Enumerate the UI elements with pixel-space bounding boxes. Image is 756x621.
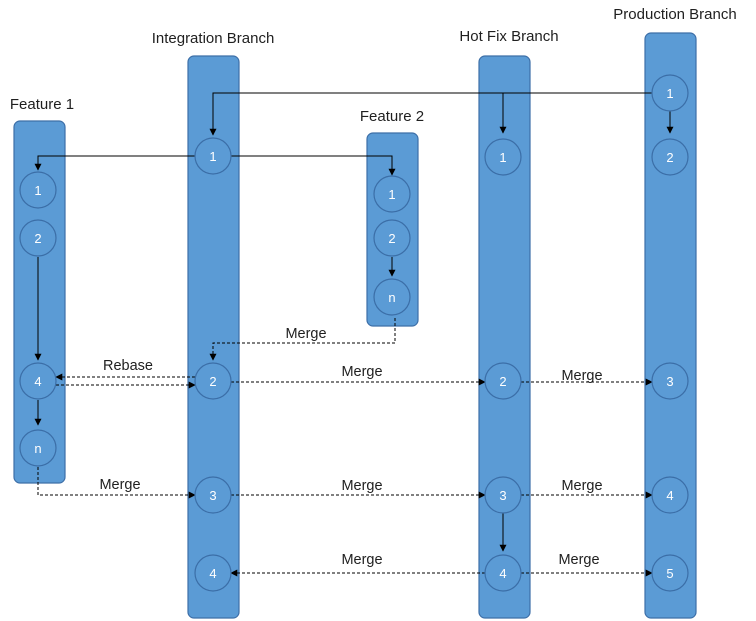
node-production-5: 5: [651, 554, 689, 592]
svg-text:4: 4: [666, 488, 673, 503]
node-hotfix-2: 2: [484, 362, 522, 400]
node-feature2-2: 2: [373, 219, 411, 257]
svg-text:2: 2: [388, 231, 395, 246]
svg-text:2: 2: [499, 374, 506, 389]
node-production-1: 1: [651, 74, 689, 112]
lane-title-feature2: Feature 2: [360, 108, 424, 125]
lane-bar-hotfix: [478, 55, 531, 619]
lane-bar-integration: [187, 55, 240, 619]
svg-text:1: 1: [666, 86, 673, 101]
svg-text:3: 3: [499, 488, 506, 503]
edge-label-merge-integration2-to-hotfix2: Merge: [341, 364, 382, 380]
node-hotfix-3: 3: [484, 476, 522, 514]
node-feature1-n: n: [19, 429, 57, 467]
edge-label-merge-feature1-to-integration3: Merge: [99, 477, 140, 493]
edge-integration1-to-feature2-1: [231, 155, 396, 176]
svg-text:n: n: [388, 290, 395, 305]
lane-bar-production: [644, 32, 697, 619]
nodes: 1 2 4 n 1 2 3 4: [19, 74, 689, 592]
edges: [34, 92, 674, 577]
node-integration-2: 2: [194, 362, 232, 400]
edge-label-merge-feature2-to-integration: Merge: [285, 326, 326, 342]
node-hotfix-4: 4: [484, 554, 522, 592]
svg-text:5: 5: [666, 566, 673, 581]
node-production-4: 4: [651, 476, 689, 514]
svg-text:3: 3: [209, 488, 216, 503]
edge-label-rebase: Rebase: [103, 358, 153, 374]
edge-label-merge-hotfix2-to-production3: Merge: [561, 368, 602, 384]
lane-titles: Feature 1 Integration Branch Feature 2 H…: [10, 6, 737, 125]
node-feature1-2: 2: [19, 219, 57, 257]
node-feature1-4: 4: [19, 362, 57, 400]
edge-labels: Merge Rebase Merge Merge Merge Merge Mer…: [99, 326, 602, 568]
node-integration-3: 3: [194, 476, 232, 514]
node-integration-4: 4: [194, 554, 232, 592]
edge-feature1-n-to-integration3: [37, 467, 196, 499]
svg-text:4: 4: [209, 566, 216, 581]
svg-text:4: 4: [499, 566, 506, 581]
node-feature2-n: n: [373, 278, 411, 316]
svg-text:1: 1: [388, 187, 395, 202]
node-feature2-1: 1: [373, 175, 411, 213]
edge-production1-to-integration1: [209, 92, 652, 136]
edge-feature2-n-to-integration2: [209, 318, 396, 361]
svg-text:1: 1: [34, 183, 41, 198]
node-production-2: 2: [651, 138, 689, 176]
svg-text:2: 2: [209, 374, 216, 389]
svg-text:1: 1: [499, 150, 506, 165]
edge-integration1-to-feature1-1: [34, 155, 195, 171]
lane-title-hotfix: Hot Fix Branch: [459, 28, 558, 45]
svg-text:2: 2: [666, 150, 673, 165]
lane-title-integration: Integration Branch: [152, 30, 275, 47]
node-integration-1: 1: [194, 137, 232, 175]
svg-text:n: n: [34, 441, 41, 456]
edge-label-merge-hotfix4-to-production5: Merge: [558, 552, 599, 568]
svg-text:4: 4: [34, 374, 41, 389]
lanes: [13, 32, 697, 619]
node-production-3: 3: [651, 362, 689, 400]
svg-text:1: 1: [209, 149, 216, 164]
edge-label-merge-hotfix4-to-integration4: Merge: [341, 552, 382, 568]
edge-label-merge-hotfix3-to-production4: Merge: [561, 478, 602, 494]
svg-text:2: 2: [34, 231, 41, 246]
svg-text:3: 3: [666, 374, 673, 389]
lane-title-production: Production Branch: [613, 6, 736, 23]
edge-label-merge-integration3-to-hotfix3: Merge: [341, 478, 382, 494]
lane-title-feature1: Feature 1: [10, 96, 74, 113]
node-hotfix-1: 1: [484, 138, 522, 176]
node-feature1-1: 1: [19, 171, 57, 209]
